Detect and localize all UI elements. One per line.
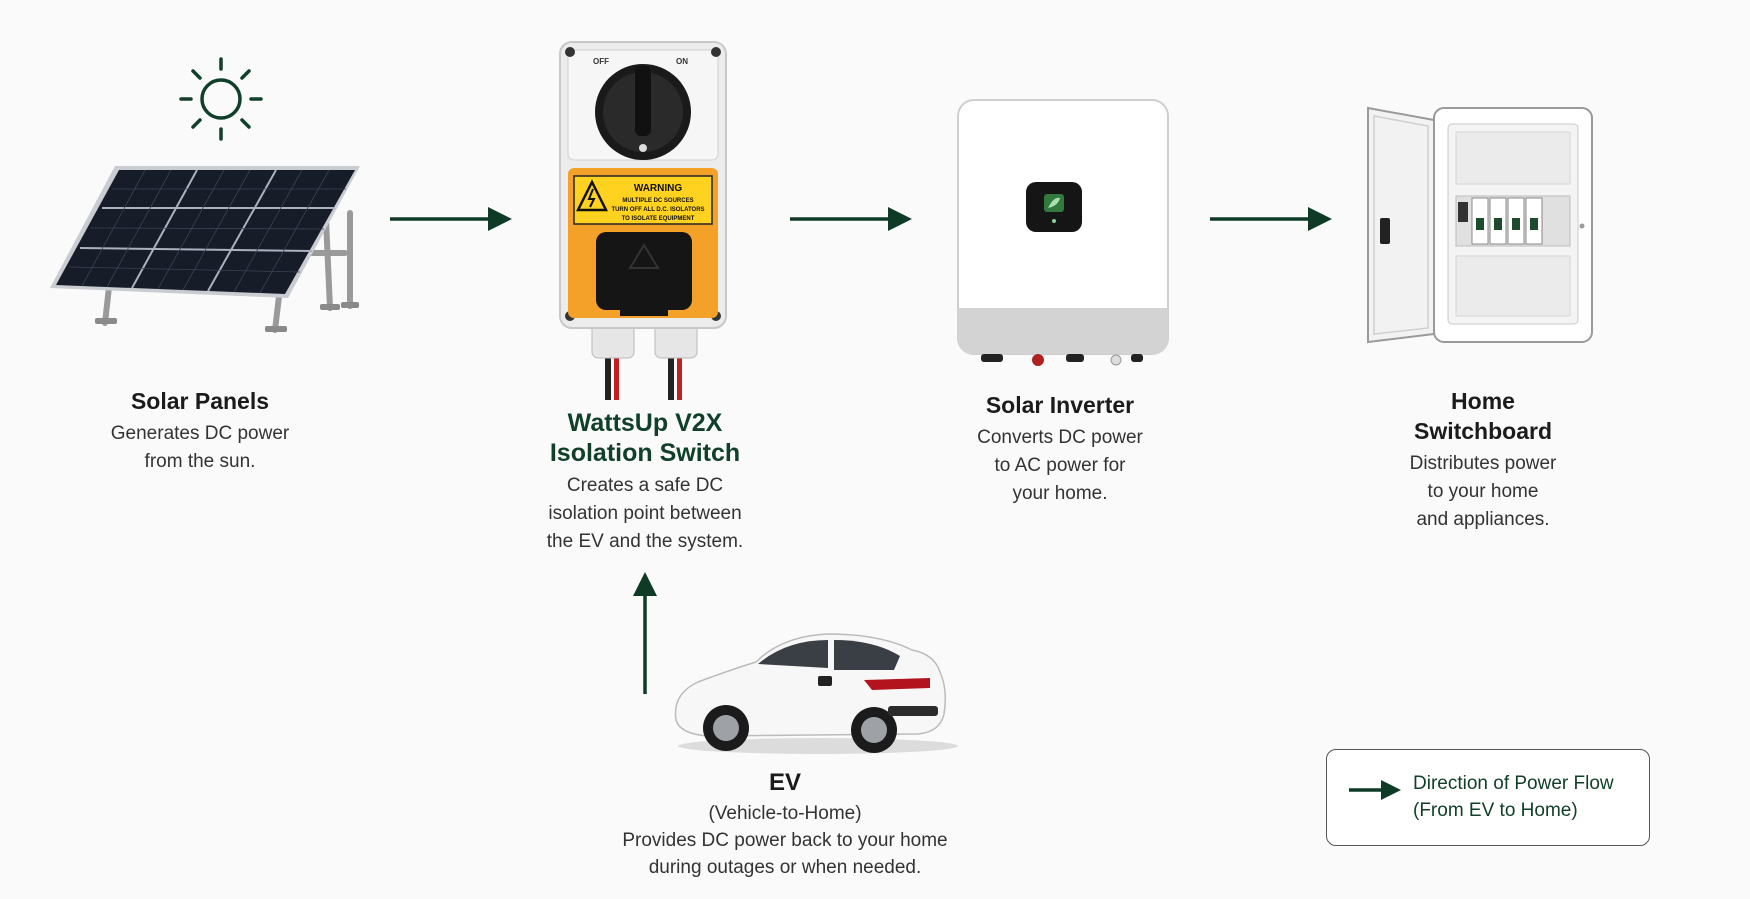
solar-desc-line: Generates DC power [110, 423, 290, 444]
switch-on-label: ON [676, 57, 688, 66]
switchboard-title: Home Switchboard [1353, 386, 1613, 446]
solar-desc-line: from the sun. [144, 451, 256, 472]
switch-desc: Creates a safe DC isolation point betwee… [515, 472, 775, 556]
switch-node: WattsUp V2X Isolation Switch Creates a s… [515, 408, 775, 556]
switch-desc-line: Creates a safe DC [566, 475, 724, 496]
solar-desc: Generates DC power from the sun. [80, 420, 320, 476]
switch-desc-line: isolation point between [548, 503, 742, 524]
solar-node: Solar Panels Generates DC power from the… [80, 386, 320, 476]
inverter-desc: Converts DC power to AC power for your h… [930, 424, 1190, 508]
warning-line-2: TURN OFF ALL D.C. ISOLATORS [611, 207, 704, 213]
solar-panel-illustration [50, 166, 360, 333]
inverter-desc-line: to AC power for [994, 455, 1126, 476]
home-switchboard-illustration [1367, 106, 1593, 344]
legend-line: Direction of Power Flow [1413, 773, 1614, 794]
ev-title: EV [768, 769, 801, 796]
ev-car-illustration [674, 633, 958, 754]
ev-subtitle: (Vehicle-to-Home) [708, 803, 862, 824]
switch-title-line: WattsUp V2X [567, 409, 723, 437]
legend-line: (From EV to Home) [1413, 800, 1578, 821]
arrow-inverter-to-switchboard [1210, 207, 1332, 231]
switchboard-desc: Distributes power to your home and appli… [1353, 450, 1613, 534]
legend-arrow [1349, 780, 1401, 800]
switchboard-title-line: Switchboard [1413, 418, 1552, 444]
arrow-solar-to-switch [390, 207, 512, 231]
sun-icon [179, 57, 263, 141]
switchboard-desc-line: and appliances. [1416, 509, 1550, 530]
warning-line-1: MULTIPLE DC SOURCES [622, 198, 693, 204]
ev-desc-line: during outages or when needed. [648, 857, 922, 878]
inverter-desc-line: your home. [1012, 483, 1108, 504]
switch-off-label: OFF [593, 57, 609, 66]
switch-desc-line: the EV and the system. [546, 531, 744, 552]
arrow-switch-to-inverter [790, 207, 912, 231]
legend: Direction of Power Flow (From EV to Home… [1326, 749, 1650, 846]
ev-desc-line: Provides DC power back to your home [622, 830, 948, 851]
inverter-desc-line: Converts DC power [977, 427, 1143, 448]
switch-title: WattsUp V2X Isolation Switch [515, 408, 775, 468]
ev-node: EV (Vehicle-to-Home) Provides DC power b… [585, 768, 985, 881]
solar-title: Solar Panels [130, 388, 270, 414]
arrow-ev-to-switch [633, 572, 657, 694]
isolation-switch-illustration: OFF ON WARNING MULTIPLE DC SOURCES TURN … [559, 41, 727, 400]
switch-title-line: Isolation Switch [549, 439, 741, 467]
warning-line-3: TO ISOLATE EQUIPMENT [622, 216, 695, 222]
ev-desc: (Vehicle-to-Home) Provides DC power back… [585, 800, 985, 881]
legend-text: Direction of Power Flow (From EV to Home… [1413, 770, 1614, 824]
switchboard-desc-line: to your home [1427, 481, 1539, 502]
inverter-title: Solar Inverter [985, 392, 1135, 418]
switchboard-node: Home Switchboard Distributes power to yo… [1353, 386, 1613, 534]
warning-title: WARNING [634, 183, 683, 194]
switchboard-desc-line: Distributes power [1409, 453, 1557, 474]
inverter-node: Solar Inverter Converts DC power to AC p… [930, 390, 1190, 508]
switchboard-title-line: Home [1451, 388, 1515, 414]
solar-inverter-illustration [957, 99, 1169, 366]
